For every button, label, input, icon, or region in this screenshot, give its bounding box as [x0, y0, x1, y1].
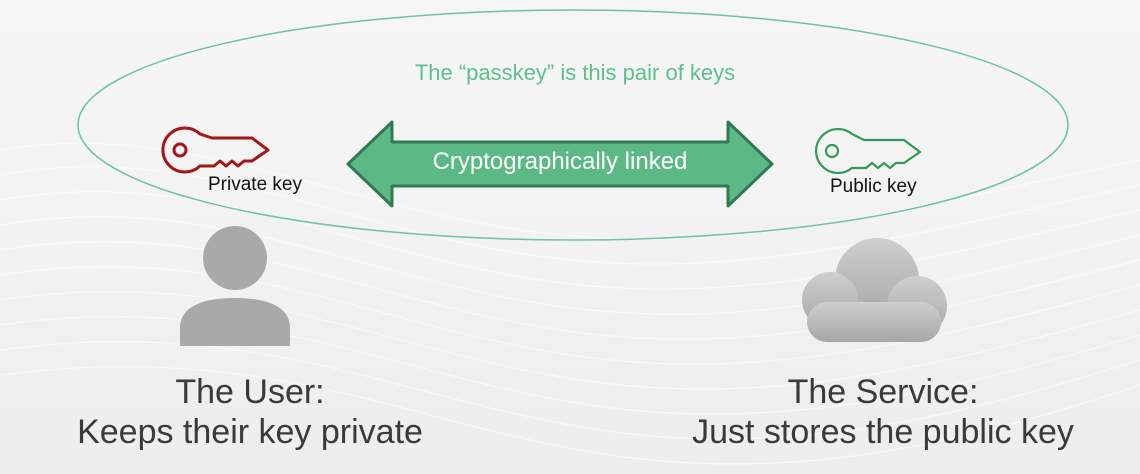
public-key-icon — [814, 127, 922, 175]
service-subtitle: Just stores the public key — [692, 413, 1074, 451]
linked-label: Cryptographically linked — [432, 148, 688, 175]
user-subtitle: Keeps their key private — [77, 413, 423, 451]
public-key-label: Public key — [830, 176, 917, 197]
private-key-icon — [161, 126, 270, 174]
cloud-icon — [802, 238, 947, 342]
user-caption: The User: Keeps their key private — [20, 372, 480, 452]
linked-double-arrow — [346, 120, 774, 208]
passkey-caption: The “passkey” is this pair of keys — [414, 60, 736, 85]
private-key-label: Private key — [208, 174, 302, 195]
user-title: The User: — [175, 373, 325, 411]
user-icon — [180, 226, 290, 346]
service-title: The Service: — [787, 373, 979, 411]
service-caption: The Service: Just stores the public key — [628, 372, 1138, 452]
